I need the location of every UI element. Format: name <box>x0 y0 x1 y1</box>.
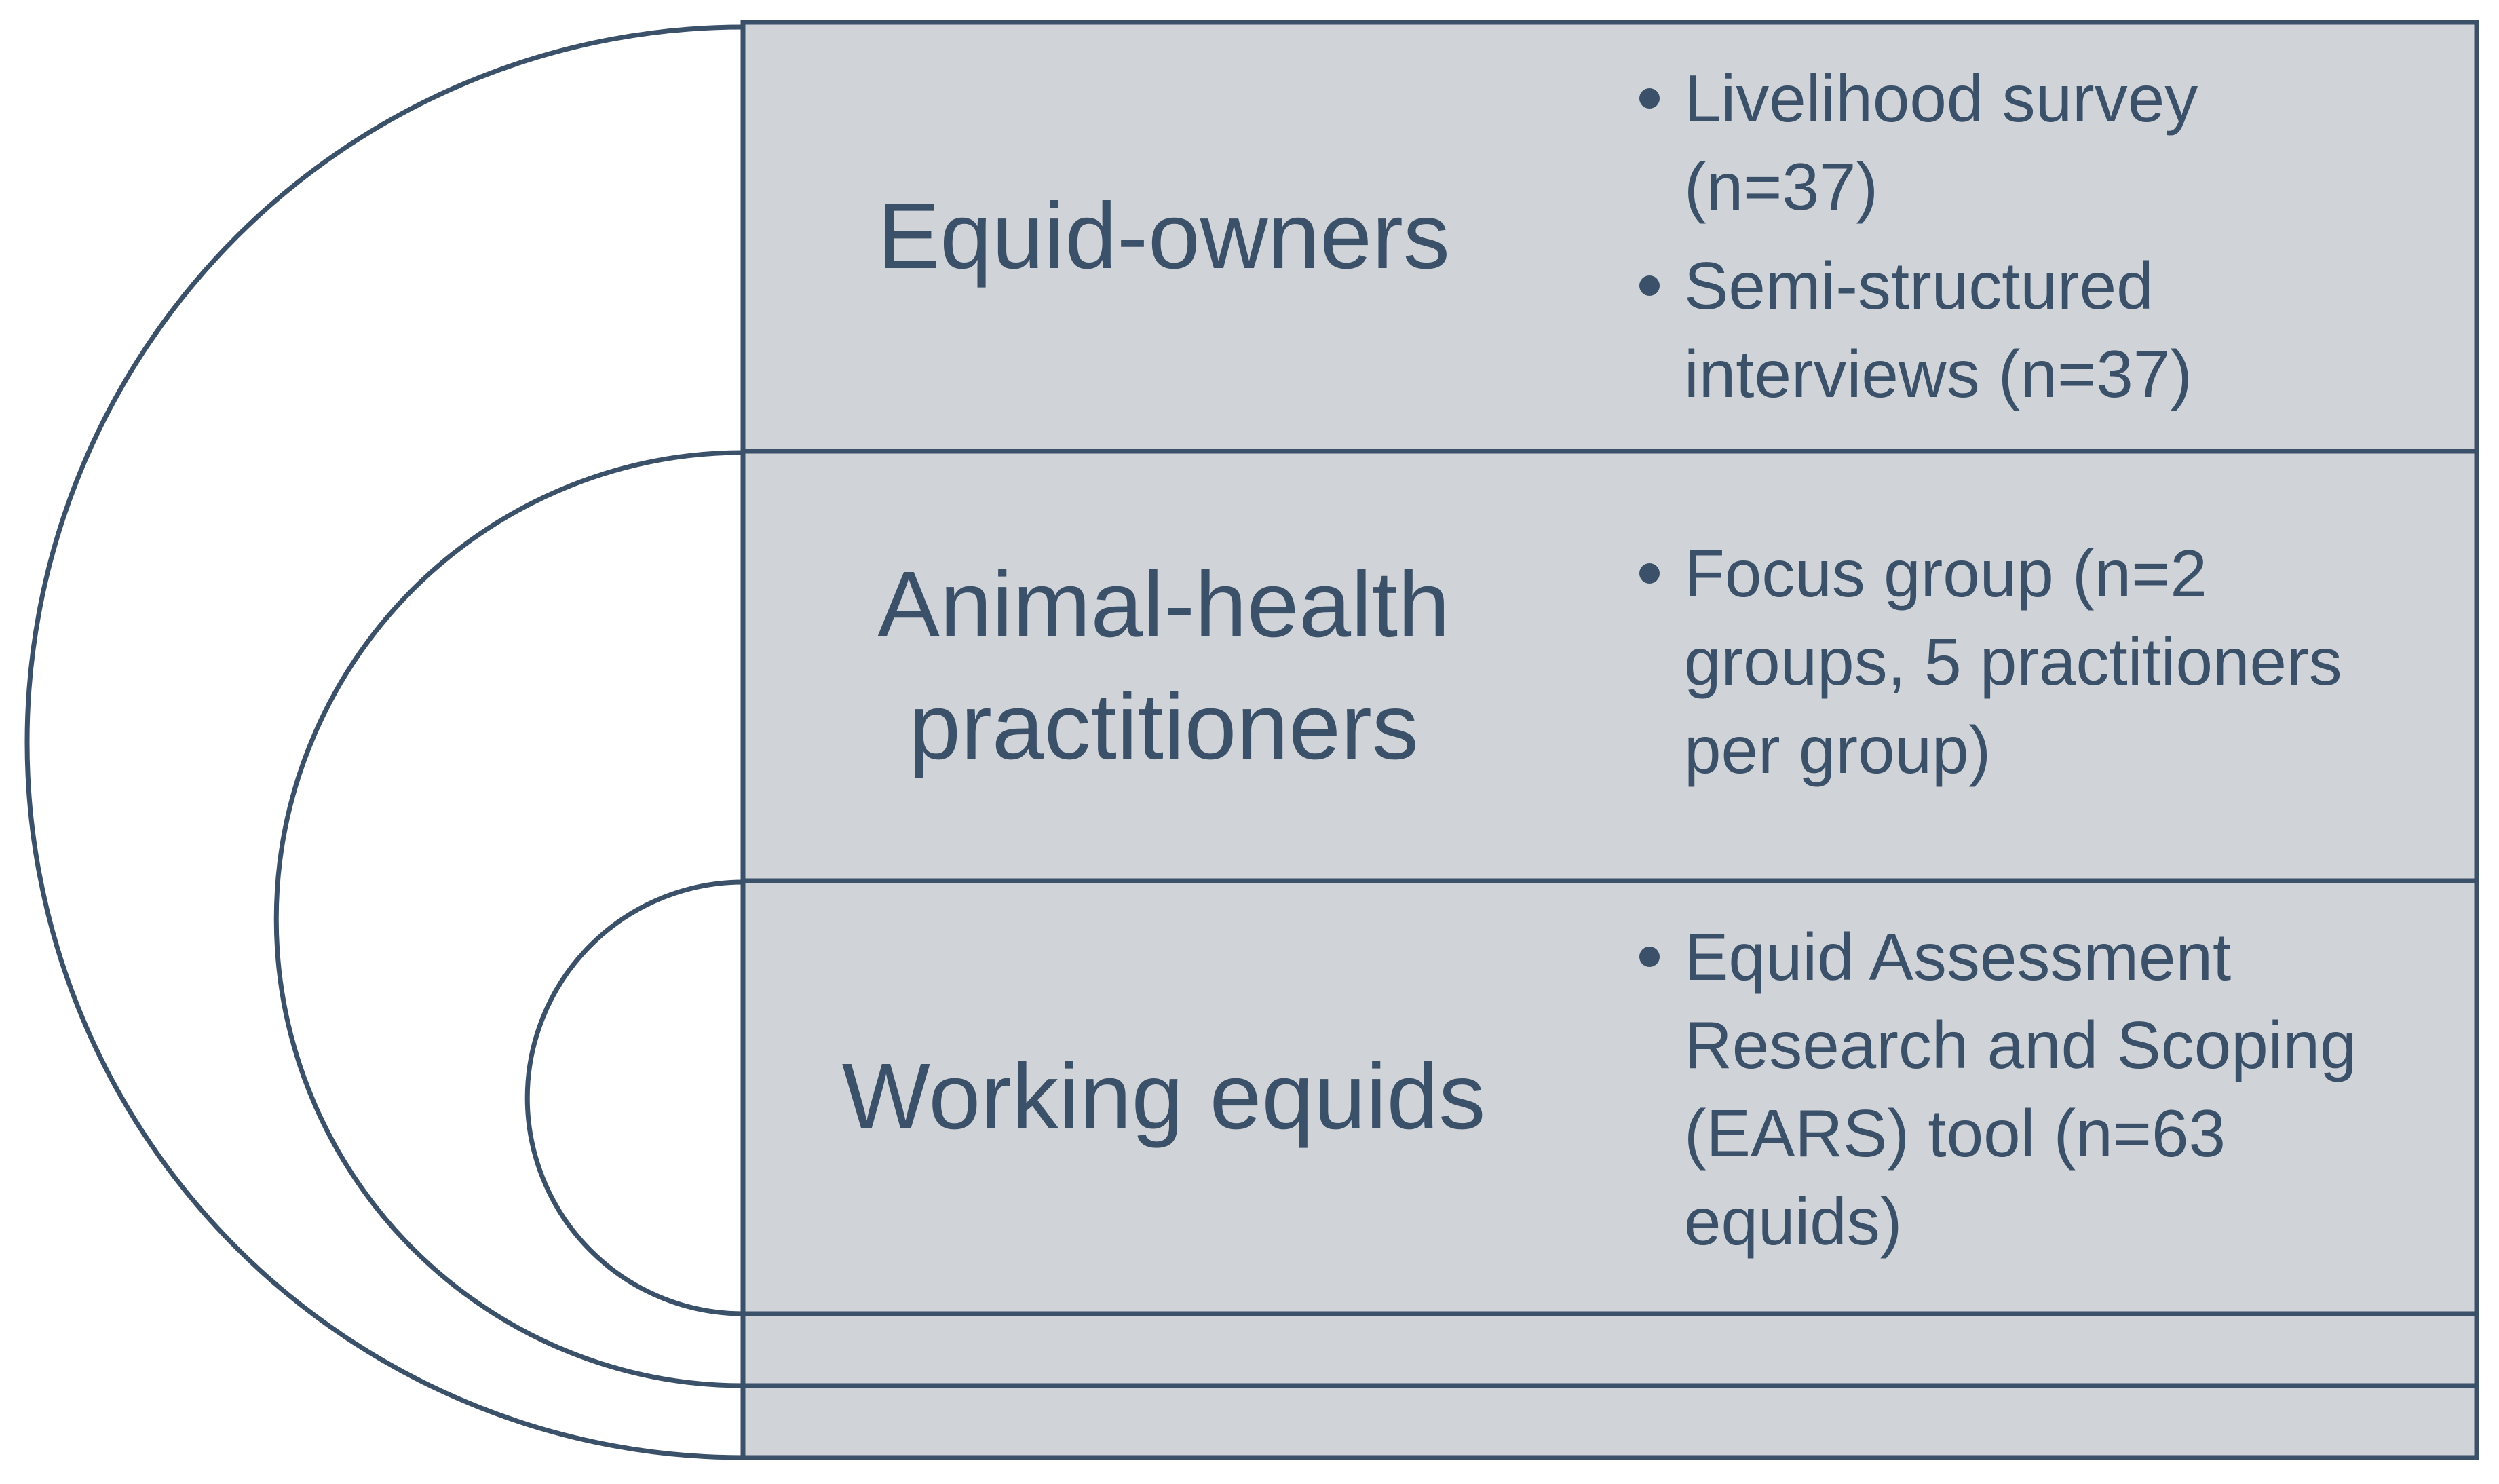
layer-label-line: Equid-owners <box>877 184 1450 289</box>
method-line: (EARS) tool (n=63 <box>1684 1096 2226 1171</box>
method-line: per group) <box>1684 712 1991 787</box>
layer-label-animal-health-practitioners: Animal-health practitioners <box>770 451 1557 881</box>
outer-arc-equid-owners <box>24 24 744 1460</box>
panel-background <box>743 22 2477 1458</box>
method-item-livelihood-survey: Livelihood survey (n=37) <box>1635 54 2456 231</box>
middle-arc-practitioners <box>273 450 744 1388</box>
method-line: interviews (n=37) <box>1684 337 2192 411</box>
layer-label-line: practitioners <box>909 674 1419 779</box>
layer-label-equid-owners: Equid-owners <box>770 22 1557 451</box>
shape-layer <box>24 20 2479 1460</box>
method-line: groups, 5 practitioners <box>1684 624 2342 699</box>
method-line: (n=37) <box>1684 149 1879 224</box>
layer-label-line: Working equids <box>841 1044 1486 1149</box>
layer-label-line: Animal-health <box>877 552 1450 658</box>
method-line: Focus group (n=2 <box>1684 536 2207 611</box>
layer-label-working-equids: Working equids <box>770 881 1557 1314</box>
inner-arc-working-equids <box>524 879 744 1316</box>
method-list-working-equids: Equid Assessment Research and Scoping (E… <box>1635 913 2456 1276</box>
method-list-animal-health-practitioners: Focus group (n=2 groups, 5 practitioners… <box>1635 529 2456 805</box>
method-item-ears-tool: Equid Assessment Research and Scoping (E… <box>1635 913 2456 1266</box>
method-line: Equid Assessment <box>1684 919 2232 994</box>
method-line: Livelihood survey <box>1684 61 2198 136</box>
method-line: equids) <box>1684 1184 1903 1259</box>
panel-outline <box>740 20 2479 1460</box>
method-line: Semi-structured <box>1684 248 2154 323</box>
method-item-semi-structured-interviews: Semi-structured interviews (n=37) <box>1635 242 2456 418</box>
method-list-equid-owners: Livelihood survey (n=37) Semi-structured… <box>1635 54 2456 429</box>
method-item-focus-group: Focus group (n=2 groups, 5 practitioners… <box>1635 529 2456 794</box>
method-line: Research and Scoping <box>1684 1008 2357 1082</box>
